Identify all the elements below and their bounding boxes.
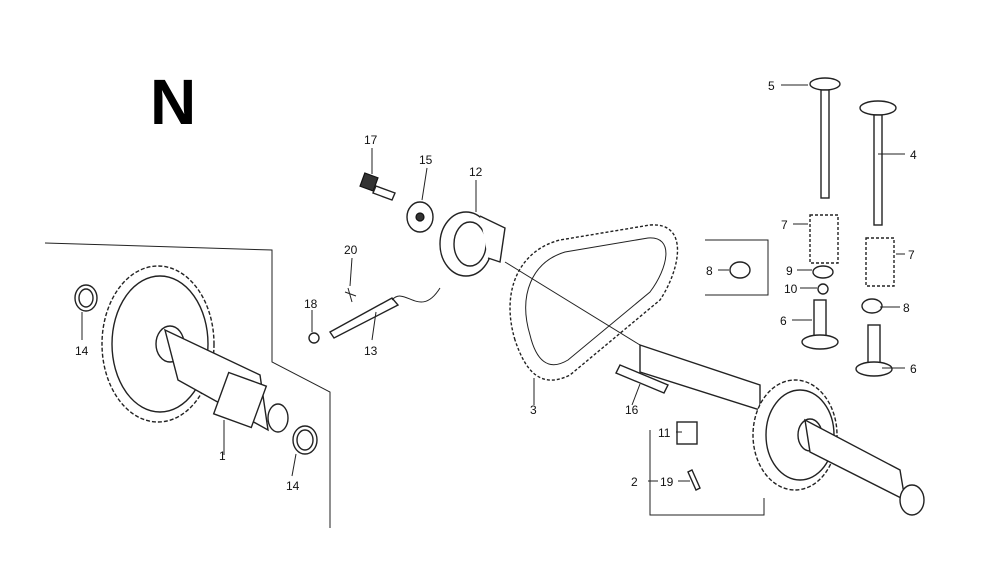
callout-5: 5 [768,79,775,93]
alignment-line [504,261,641,346]
callout-8-left: 8 [706,264,713,278]
bolt-washer-collar [359,172,506,277]
callout-13: 13 [364,344,378,358]
callout-20: 20 [344,243,358,257]
camshaft-gear-assembly [101,265,289,433]
callout-7-left: 7 [781,218,788,232]
callout-3: 3 [530,403,537,417]
callout-6-left: 6 [780,314,787,328]
callout-15: 15 [419,153,433,167]
spacer [676,421,698,445]
callout-11: 11 [658,426,671,440]
retainer-8 [861,298,883,314]
retainer-9 [812,265,834,279]
key-bar [615,364,669,394]
callout-1: 1 [219,449,226,463]
section-letter: N [150,66,196,138]
callout-18: 18 [304,297,318,311]
group-boundary [44,242,331,528]
callout-10: 10 [784,282,798,296]
retainer-box [705,239,769,296]
callout-4: 4 [910,148,917,162]
valves [809,77,897,226]
valve-springs [809,214,895,287]
timing-chain [509,224,679,381]
valve-lifters [801,299,893,377]
callout-17: 17 [364,133,378,147]
crankshaft-sprocket [639,344,925,516]
callout-19: 19 [660,475,674,489]
keeper-10 [817,283,829,295]
callout-14-right: 14 [286,479,300,493]
callout-14-left: 14 [75,344,89,358]
callout-16: 16 [625,403,639,417]
pin [687,469,701,491]
callout-8-right: 8 [903,301,910,315]
leader-lines [81,84,905,516]
callout-2: 2 [631,475,638,489]
lever-washer-pin [308,287,441,344]
callout-9: 9 [786,264,793,278]
callout-7-right: 7 [908,248,915,262]
callout-6-right: 6 [910,362,917,376]
callout-12: 12 [469,165,483,179]
